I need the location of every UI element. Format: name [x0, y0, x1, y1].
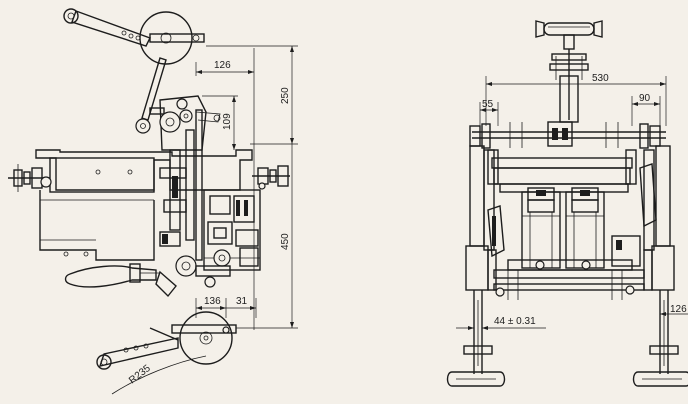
side-dimension-lines: [195, 45, 298, 330]
dim-136: 136: [204, 296, 221, 307]
front-dimension-lines: [456, 76, 688, 334]
right-bolt: [252, 165, 290, 190]
right-column: [639, 145, 679, 374]
front-view: 530 55 90 44 ± 0.31 126: [446, 20, 688, 387]
top-handle-lever: [63, 8, 151, 47]
lower-mechanism: [155, 189, 261, 298]
dim-450: 450: [280, 233, 291, 250]
upper-mechanism: [159, 95, 221, 151]
lower-handle-grip: [64, 263, 160, 288]
dim-109: 109: [222, 113, 233, 130]
dim-126-side: 126: [214, 60, 231, 71]
bottom-handles: [446, 371, 688, 387]
dim-90: 90: [639, 93, 651, 104]
upper-link: [135, 57, 167, 134]
dim-250: 250: [280, 87, 291, 104]
left-bolt: [8, 164, 52, 192]
dim-31: 31: [236, 296, 248, 307]
dim-55: 55: [482, 99, 494, 110]
vertical-rods: [159, 109, 203, 261]
top-t-handle: [535, 20, 603, 123]
upper-disc: [139, 11, 205, 65]
lower-disc: [96, 311, 237, 395]
frame-body: [35, 149, 253, 261]
upper-crossbar: [487, 149, 637, 193]
dim-44: 44 ± 0.31: [494, 316, 536, 327]
top-shaft: [469, 121, 666, 149]
dim-530: 530: [592, 73, 609, 84]
cylinders: [521, 187, 605, 269]
base-plate: [493, 235, 645, 300]
dim-126-front: 126: [670, 304, 687, 315]
side-view: 126 250 109 450 136 31 R235: [8, 8, 298, 395]
